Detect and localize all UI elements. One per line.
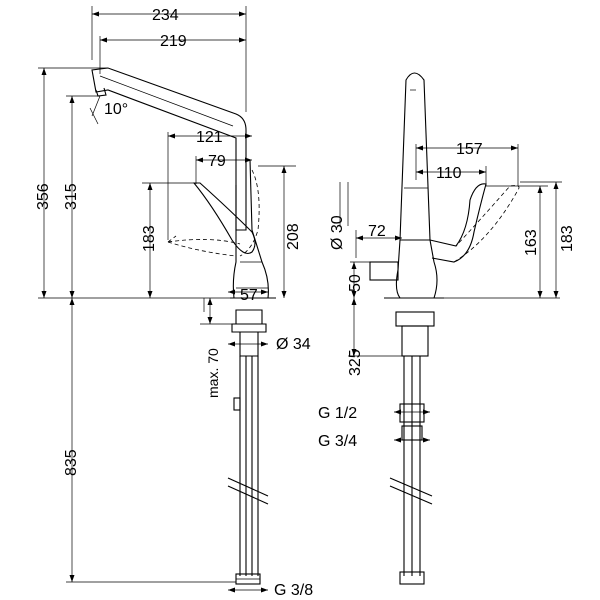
side-body	[395, 239, 438, 299]
dim-208: 208	[285, 223, 302, 250]
dim-50: 50	[347, 274, 364, 292]
spout	[91, 67, 247, 231]
dim-g-1-2: G 1/2	[318, 405, 357, 422]
dim-dia-30: Ø 30	[329, 215, 346, 250]
dim-79: 79	[208, 153, 226, 170]
dim-157: 157	[456, 141, 483, 158]
dim-121: 121	[196, 129, 223, 146]
dim-110: 110	[436, 165, 462, 182]
dim-dia-34: Ø 34	[276, 336, 311, 353]
dim-183: 183	[141, 225, 158, 252]
dim-g-3-4: G 3/4	[318, 433, 357, 450]
dim-325: 325	[347, 349, 364, 376]
dim-356: 356	[35, 183, 52, 210]
front-dimensions: 234 219 10° 121 79 356 315 183 208	[35, 6, 313, 599]
dim-835: 835	[63, 449, 80, 476]
faucet-body	[232, 159, 269, 299]
dim-183-side: 183	[559, 225, 576, 252]
dim-315: 315	[63, 183, 80, 210]
side-lever	[429, 183, 487, 263]
dim-219: 219	[160, 33, 187, 50]
front-view	[91, 67, 276, 585]
side-dimensions: 157 110 Ø 30 72 50 163 183 325 G 1/2	[318, 141, 576, 450]
dim-max-70: max. 70	[205, 348, 221, 398]
dim-57: 57	[240, 287, 258, 304]
side-view	[369, 72, 520, 585]
dim-163: 163	[523, 229, 540, 256]
dim-234: 234	[152, 7, 179, 24]
dim-10-degree: 10°	[104, 101, 128, 118]
dim-72: 72	[368, 223, 386, 240]
lever	[192, 182, 256, 255]
mounting-shank	[235, 309, 263, 325]
side-spout	[399, 72, 431, 241]
dim-g-3-8: G 3/8	[274, 582, 313, 599]
